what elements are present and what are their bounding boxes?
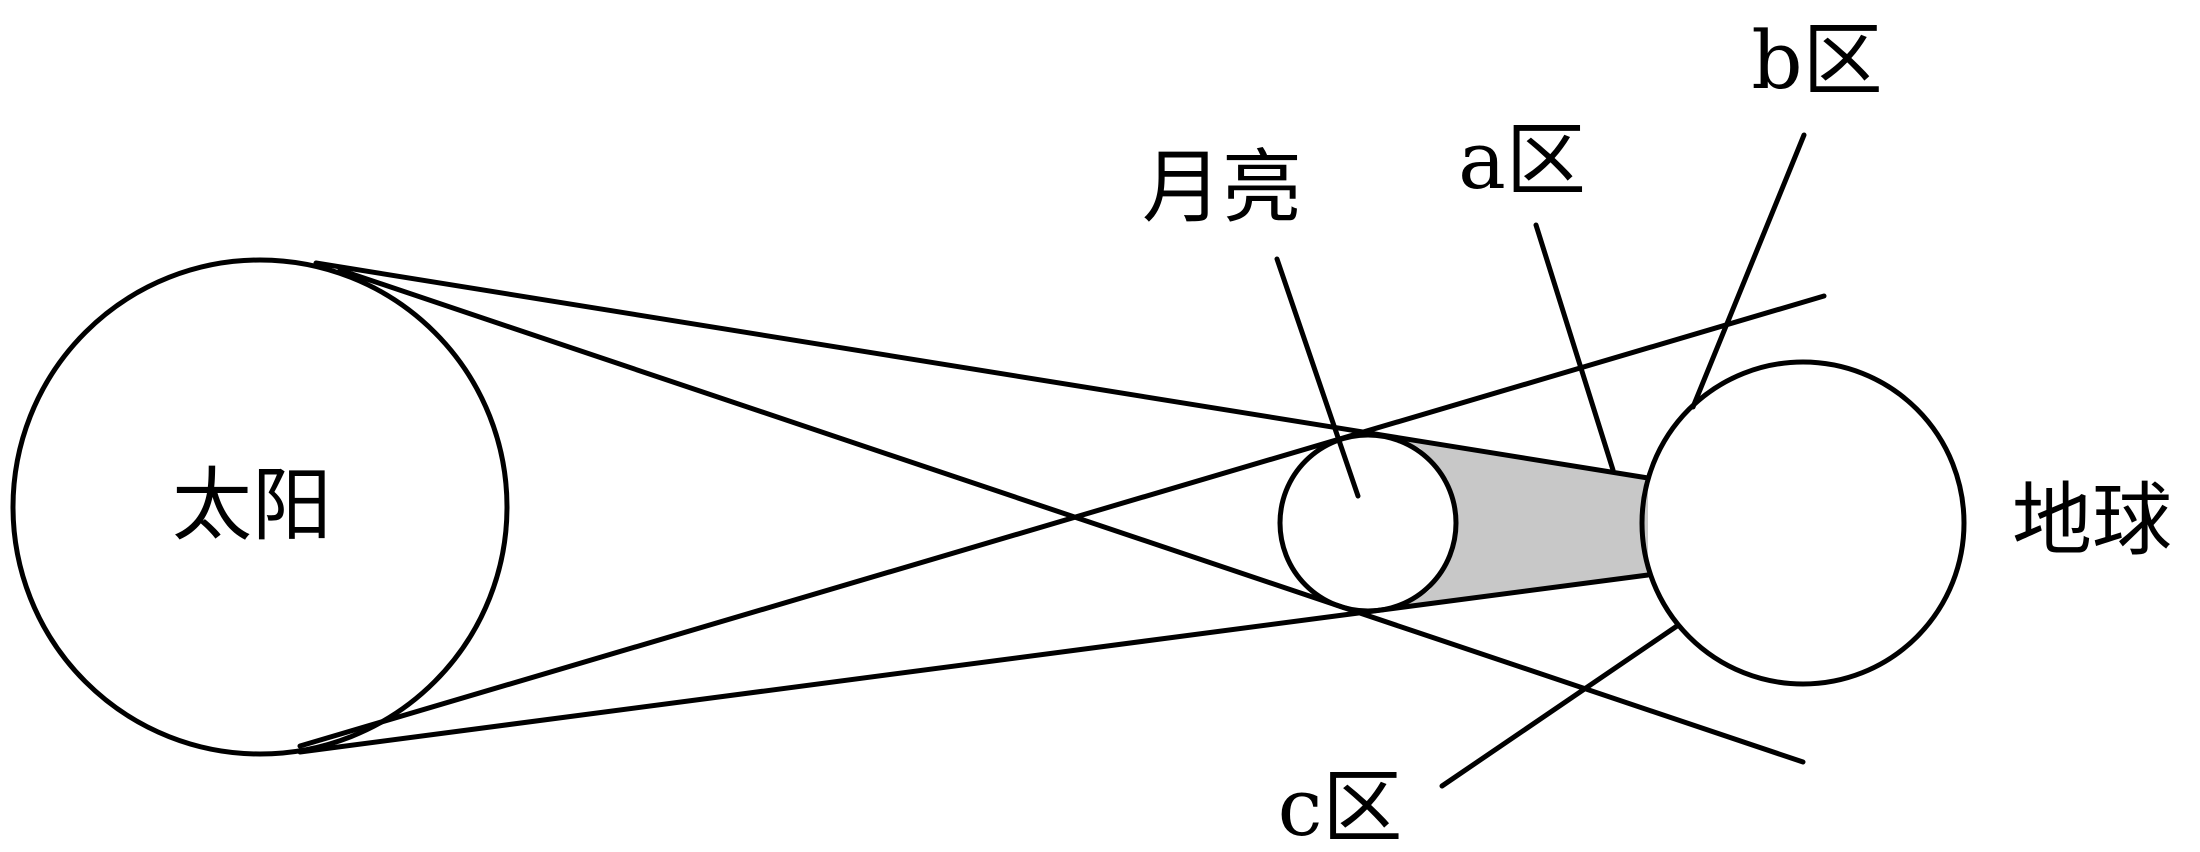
moon-circle [1277,432,1459,614]
sun-circle [10,257,510,757]
inner-tangent-2 [297,293,1827,749]
moon-label: 月亮 [1142,141,1302,234]
earth-label: 地球 [2012,474,2172,567]
umbra-shaded-region [1389,437,1648,608]
zone-b-leader-line [1690,132,1807,410]
zone-b-label: b区 [1751,14,1882,107]
outer-tangent-top [313,260,1651,481]
zone-c-leader-line [1439,623,1680,789]
outer-tangent-bottom [297,572,1651,755]
zone-a-label: a区 [1458,114,1586,207]
earth-circle [1639,359,1967,687]
sun-label: 太阳 [172,459,332,552]
moon-leader-line [1274,256,1361,499]
zone-a-leader-line [1533,222,1616,473]
zone-c-label: c区 [1278,761,1403,852]
